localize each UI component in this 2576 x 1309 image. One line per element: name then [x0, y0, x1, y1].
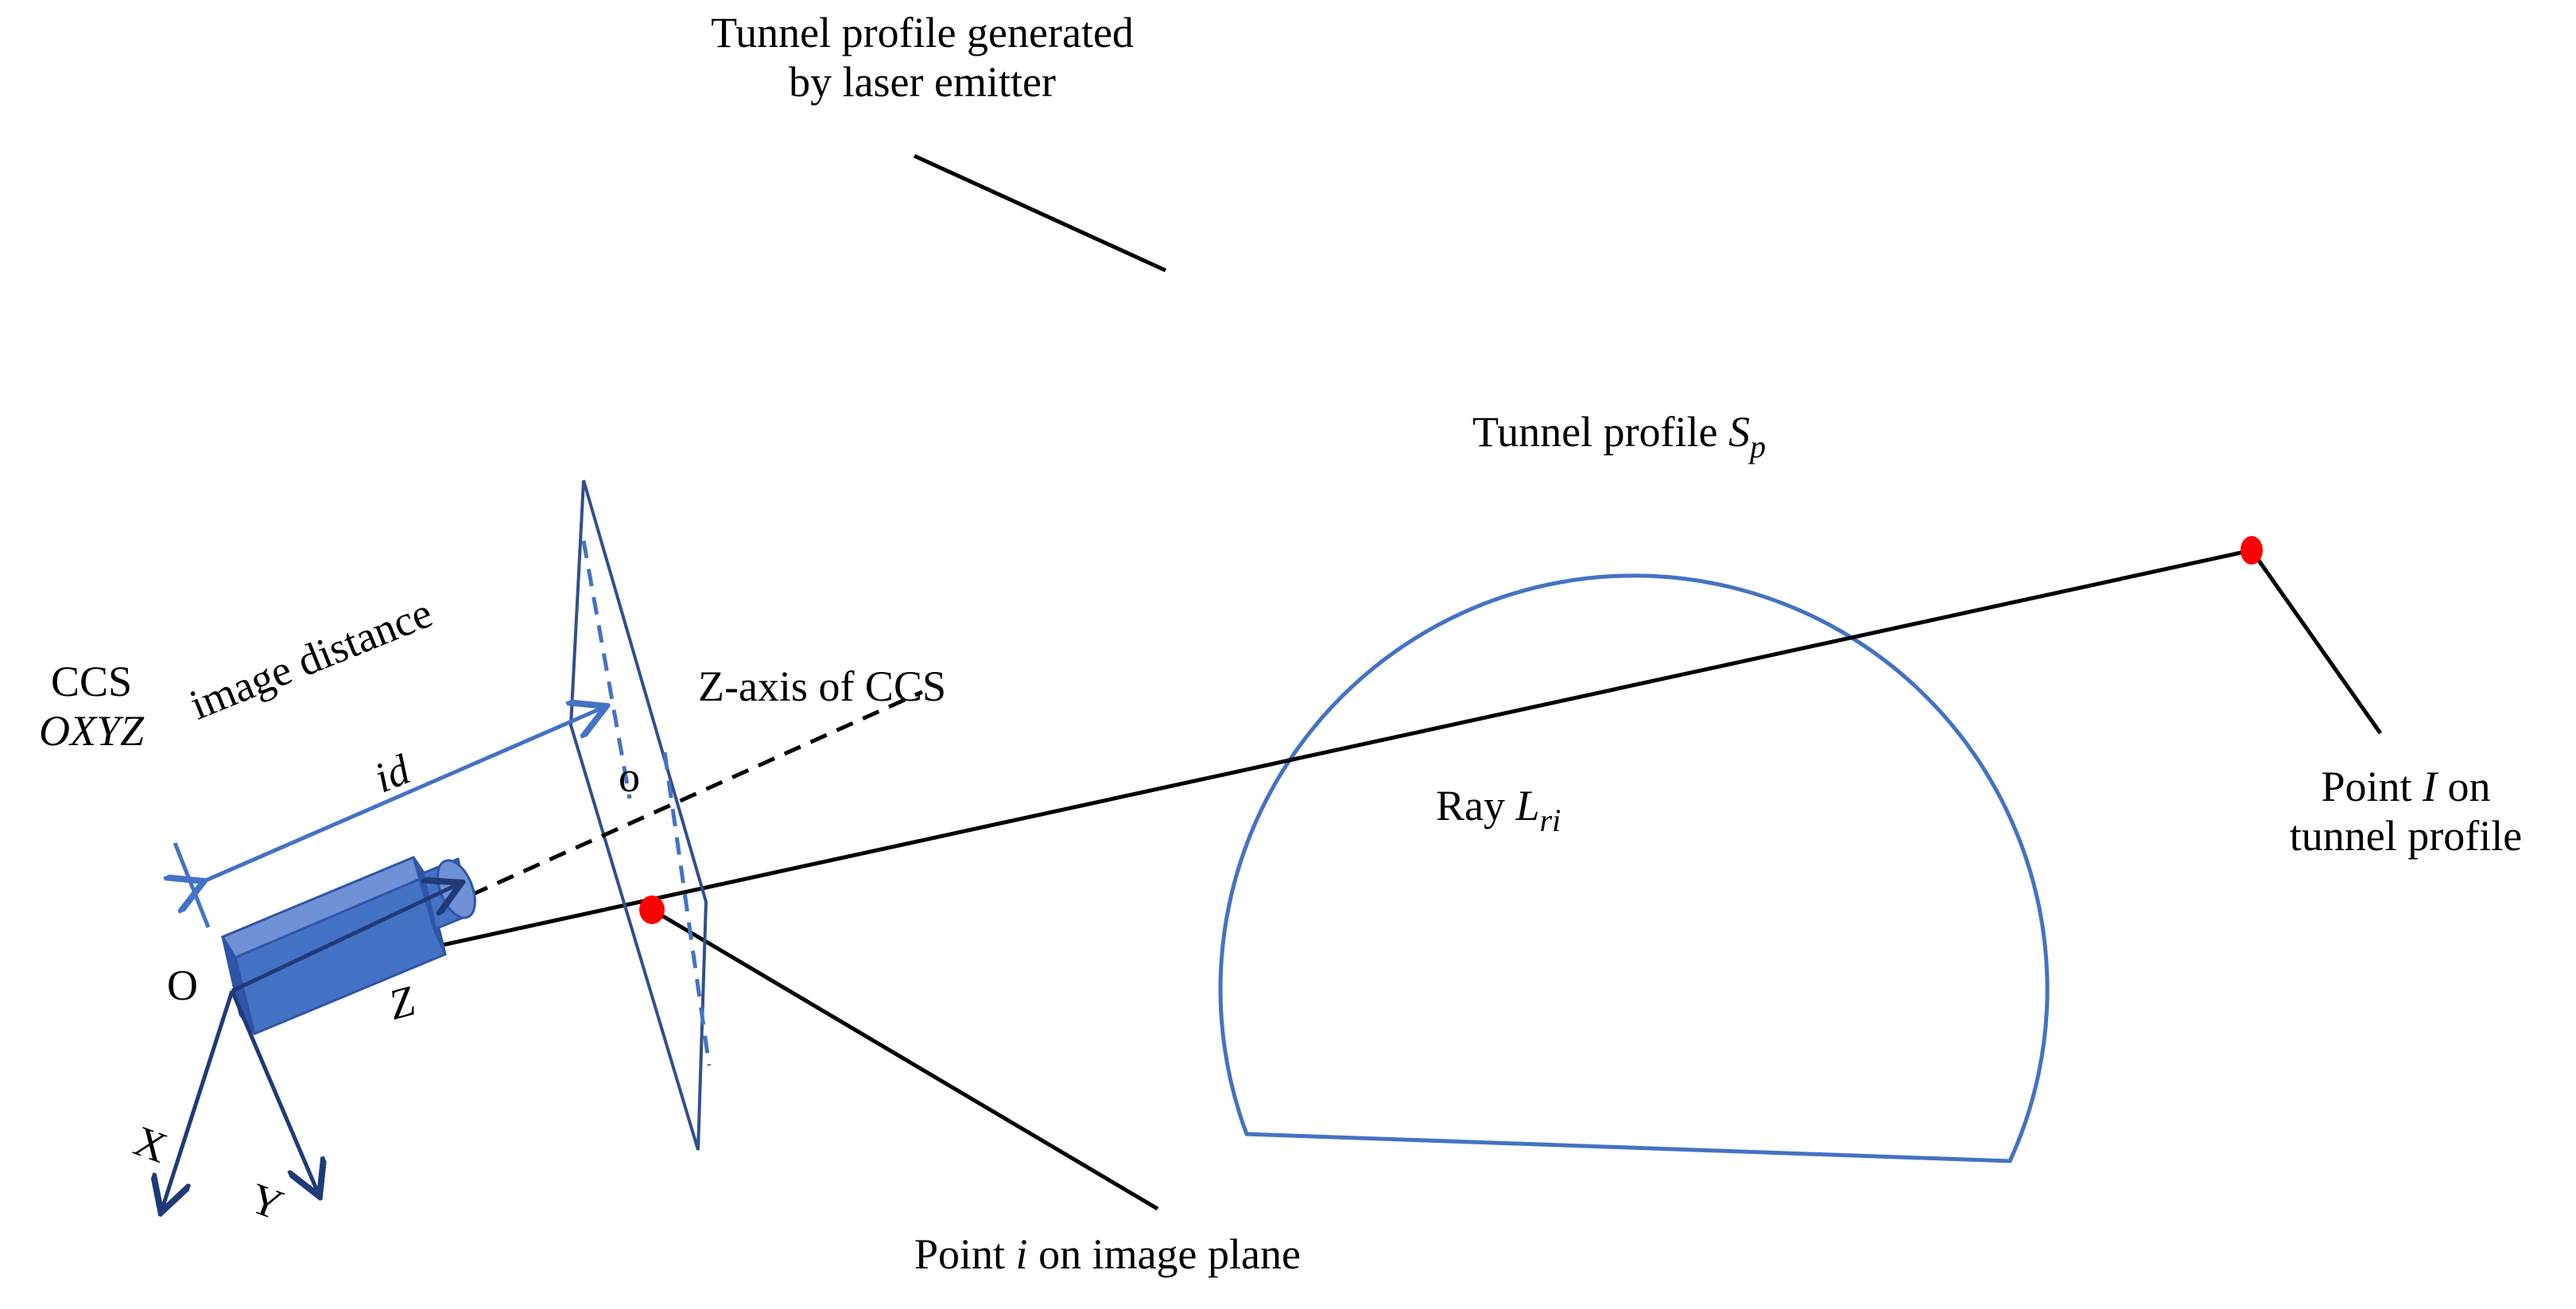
ray-symbol: L [1515, 782, 1540, 829]
point-i-text-a: Point [914, 1230, 1006, 1278]
tunnel-profile-outline [1218, 573, 2050, 1163]
point-i-text-b: on image plane [1038, 1230, 1301, 1278]
z-axis-arrow [231, 884, 458, 993]
camera-icon [220, 856, 476, 1036]
x-axis-arrow [162, 990, 235, 1209]
image-origin-label: o [619, 753, 640, 801]
tunnel-profile-symbol: S [1728, 408, 1750, 456]
tunnel-generated-label: Tunnel profile generated by laser emitte… [636, 8, 1208, 107]
ray-label: Ray Lri [1436, 781, 1561, 838]
ray-text: Ray [1436, 782, 1505, 829]
point-I-text-a: Point [2321, 763, 2412, 810]
point-I-label: Point I on tunnel profile [2239, 762, 2573, 860]
z-axis-label: Z-axis of CCS [698, 662, 947, 710]
image-plane-dashed-axis-1 [581, 540, 632, 799]
tunnel-profile-text: Tunnel profile [1472, 408, 1718, 456]
tunnel-profile-label: Tunnel profile Sp [1472, 407, 1766, 464]
point-i-symbol: i [1015, 1230, 1028, 1278]
tunnel-profile-subscript: p [1750, 429, 1766, 464]
origin-label: O [167, 961, 198, 1009]
y-axis-arrow [230, 990, 318, 1193]
point-i-label: Point i on image plane [914, 1229, 1301, 1279]
image-plane-dashed-axis-2 [662, 752, 712, 1066]
ray-subscript: ri [1539, 802, 1562, 838]
point-I-line-2: tunnel profile [2289, 812, 2523, 860]
ccs-label: CCS OXYZ [16, 657, 167, 755]
tunnel-generated-line-2: by laser emitter [789, 58, 1056, 107]
point-I-symbol: I [2423, 763, 2438, 810]
profile-leader-line [913, 153, 1167, 273]
point-i-leader-line [652, 908, 1159, 1211]
ray-line [231, 548, 2252, 993]
ccs-line-2: OXYZ [38, 707, 145, 755]
point-I-text-b: on [2447, 763, 2491, 810]
tunnel-generated-line-1: Tunnel profile generated [711, 9, 1134, 56]
point-i-marker [639, 895, 665, 924]
point-I-leader-line [2249, 549, 2383, 735]
ccs-line-1: CCS [50, 658, 133, 705]
image-distance-arrow [200, 708, 603, 883]
point-I-marker [2240, 536, 2263, 565]
image-distance-tick [173, 842, 211, 928]
